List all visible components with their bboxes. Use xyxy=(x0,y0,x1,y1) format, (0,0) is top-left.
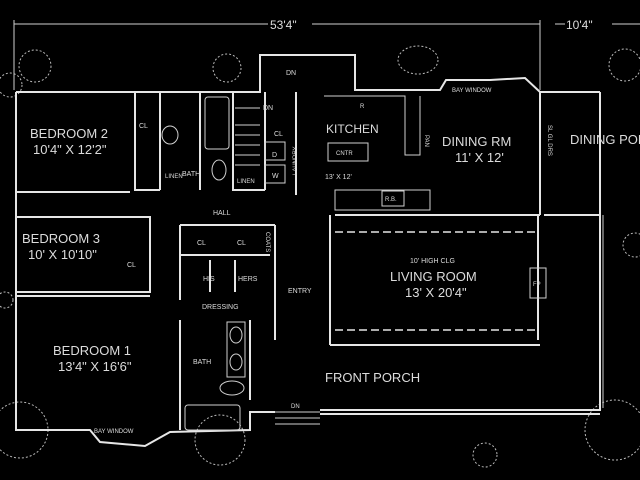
bathtub xyxy=(184,404,241,431)
washer xyxy=(264,164,286,184)
washer-label: W xyxy=(272,173,279,180)
entry-label: ENTRY xyxy=(288,288,312,295)
stairs xyxy=(235,107,260,166)
counter-label: CNTR xyxy=(336,151,353,157)
bedroom3-closet-label: CL xyxy=(127,262,136,269)
hall-label: HALL xyxy=(213,210,231,217)
range-top-label: R xyxy=(360,104,365,110)
porch-width-dimension: 10'4" xyxy=(566,18,593,32)
linen-label: LINEN xyxy=(165,174,183,180)
bedroom1-bay-window-label: BAY WINDOW xyxy=(94,429,134,435)
dressing-label: DRESSING xyxy=(202,304,239,311)
hall-closet-label-1: CL xyxy=(197,240,206,247)
bedroom2-closet-label: CL xyxy=(139,123,148,130)
dryer-label: D xyxy=(272,152,277,159)
kitchen-label: KITCHEN xyxy=(326,122,379,136)
coats-label: COATS xyxy=(264,232,270,252)
dining-room-size: 11' X 12' xyxy=(455,150,504,165)
sliding-doors-label: SL GL DRS xyxy=(546,125,552,156)
bathtub xyxy=(204,96,230,150)
hall-closet-label-2: CL xyxy=(237,240,246,247)
linen-label-2: LINEN xyxy=(237,179,255,185)
kitchen-counter-island xyxy=(327,142,369,162)
walls xyxy=(15,54,604,448)
upper-bath-label: BATH xyxy=(182,171,200,178)
dining-bay-window-label: BAY WINDOW xyxy=(452,88,492,94)
front-porch-label: FRONT PORCH xyxy=(325,370,420,385)
stair-down-label: DN xyxy=(263,105,273,112)
range xyxy=(381,190,405,207)
dining-room-label: DINING RM xyxy=(442,134,511,149)
dining-porch-label: DINING PORCH xyxy=(570,132,640,147)
pantry-label: PAN xyxy=(423,135,429,147)
fridge-label: R.B. xyxy=(385,197,397,203)
bedroom1-label: BEDROOM 1 xyxy=(53,343,131,358)
his-closet-label: HIS xyxy=(203,276,215,283)
bedroom3-size: 10' X 10'10" xyxy=(28,247,97,262)
bedroom2-size: 10'4" X 12'2" xyxy=(33,142,107,157)
kitchen-size: 13' X 12' xyxy=(325,174,352,181)
overall-width-dimension: 53'4" xyxy=(270,18,297,32)
hers-closet-label: HERS xyxy=(238,276,258,283)
laundry-label: LAUNDRY xyxy=(293,146,299,175)
living-room-size: 13' X 20'4" xyxy=(405,285,467,300)
top-down-label: DN xyxy=(286,70,296,77)
dryer xyxy=(264,141,286,161)
toilet xyxy=(219,380,245,396)
master-bath-label: BATH xyxy=(193,359,211,366)
living-room-label: LIVING ROOM xyxy=(390,269,477,284)
sink xyxy=(211,159,227,181)
fireplace-label: FP xyxy=(533,282,541,288)
bedroom1-size: 13'4" X 16'6" xyxy=(58,359,132,374)
fireplace xyxy=(529,267,547,299)
ceiling-height-label: 10' HIGH CLG xyxy=(410,258,455,265)
dimension-lines xyxy=(13,20,640,90)
laundry-closet-label: CL xyxy=(274,131,283,138)
bedroom2-label: BEDROOM 2 xyxy=(30,126,108,141)
bedroom3-label: BEDROOM 3 xyxy=(22,231,100,246)
front-steps-down-label: DN xyxy=(291,404,300,410)
toilet xyxy=(161,125,179,145)
double-vanity xyxy=(226,321,246,378)
